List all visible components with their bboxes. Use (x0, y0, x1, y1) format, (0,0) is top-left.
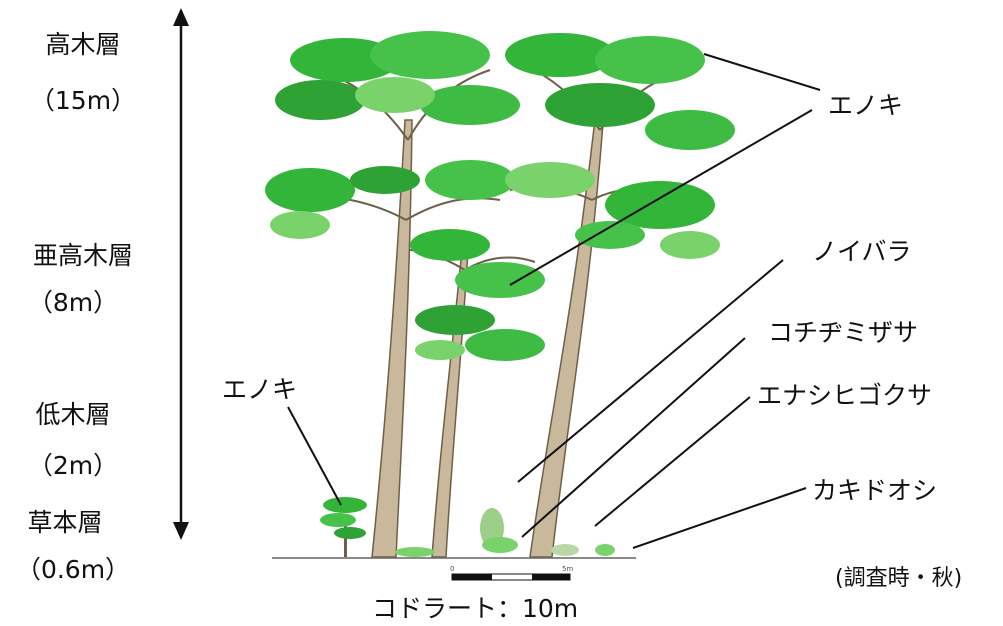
leader-kakidoshi (632, 487, 807, 549)
leader-enoki-subcanopy (509, 109, 813, 286)
species-label-kakidoshi: カキドオシ (812, 476, 938, 505)
layer-shrub-height: （2m） (27, 451, 119, 480)
layer-canopy-name: 高木層 (45, 30, 121, 59)
layer-shrub-name: 低木層 (35, 400, 111, 429)
species-label-enashihigokusa: エナシヒゴクサ (757, 381, 933, 410)
species-label-enoki-top: エノキ (828, 91, 904, 120)
species-label-noibara: ノイバラ (812, 237, 912, 266)
leader-enoki-left (287, 406, 342, 506)
height-arrow (173, 8, 189, 540)
leader-lines (287, 53, 821, 549)
scale-tick-5m: 5m (562, 565, 573, 573)
layer-canopy-height: （15m） (29, 86, 137, 115)
season-note: (調査時・秋) (835, 566, 963, 591)
foliage (265, 31, 735, 557)
layer-herb-height: （0.6m） (15, 555, 131, 584)
scale-bar: 0 5m (450, 565, 573, 581)
layer-subcanopy-name: 亜高木層 (32, 241, 133, 270)
leader-enashihigokusa (594, 396, 751, 527)
layer-herb-name: 草本層 (27, 508, 103, 537)
quadrat-label: コドラート：10m (372, 594, 579, 623)
species-label-enoki-left: エノキ (222, 375, 298, 404)
leader-kochijimizasa (521, 337, 746, 538)
layer-subcanopy-height: （8m） (27, 288, 119, 317)
leader-enoki-canopy (703, 53, 821, 91)
scale-tick-0: 0 (450, 565, 454, 573)
trunk-left-tall (371, 119, 413, 558)
species-label-kochijimizasa: コチヂミザサ (768, 318, 919, 347)
trunk-middle (431, 249, 469, 558)
leader-noibara (517, 259, 784, 483)
